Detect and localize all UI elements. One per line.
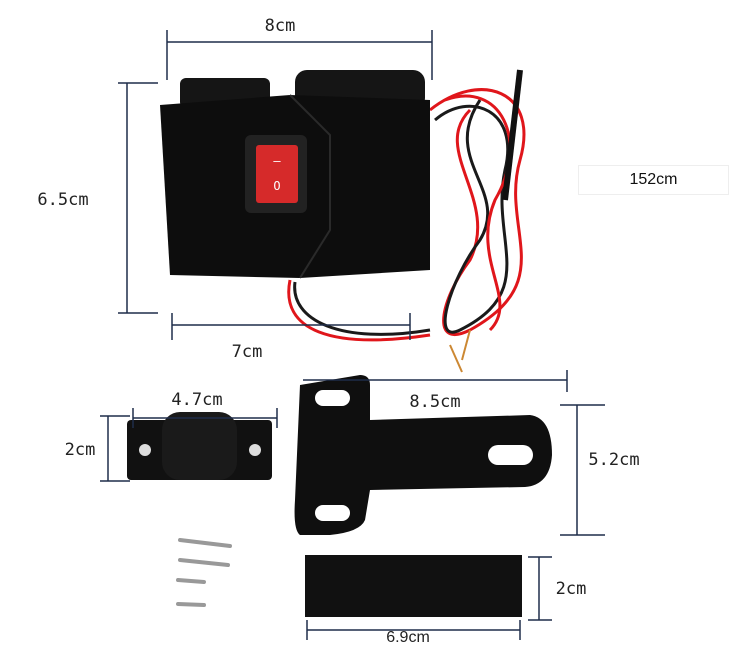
charger-base-width-label: 7cm (231, 342, 263, 362)
clamp-width-label: 4.7cm (171, 390, 223, 410)
pad-height-label: 2cm (555, 579, 587, 599)
charger-body: — O (160, 70, 430, 279)
screws (176, 538, 232, 607)
charger-width-label: 8cm (264, 16, 296, 36)
charger-height-label: 6.5cm (37, 190, 89, 210)
pad-width-label: 6.9cm (386, 629, 430, 646)
handlebar-clamp (127, 412, 272, 480)
switch-on-symbol: — (273, 154, 281, 168)
clamp-height-label: 2cm (64, 440, 96, 460)
bracket-height-label: 5.2cm (588, 450, 640, 470)
switch-off-symbol: O (273, 179, 280, 193)
mounting-bracket (294, 375, 552, 535)
bracket-width-label: 8.5cm (409, 392, 461, 412)
wire-bundle (287, 69, 526, 373)
adhesive-pad (305, 555, 522, 617)
cable-length-label: 152cm (578, 165, 729, 195)
rocker-switch (256, 145, 298, 203)
dimension-lines (100, 30, 605, 640)
